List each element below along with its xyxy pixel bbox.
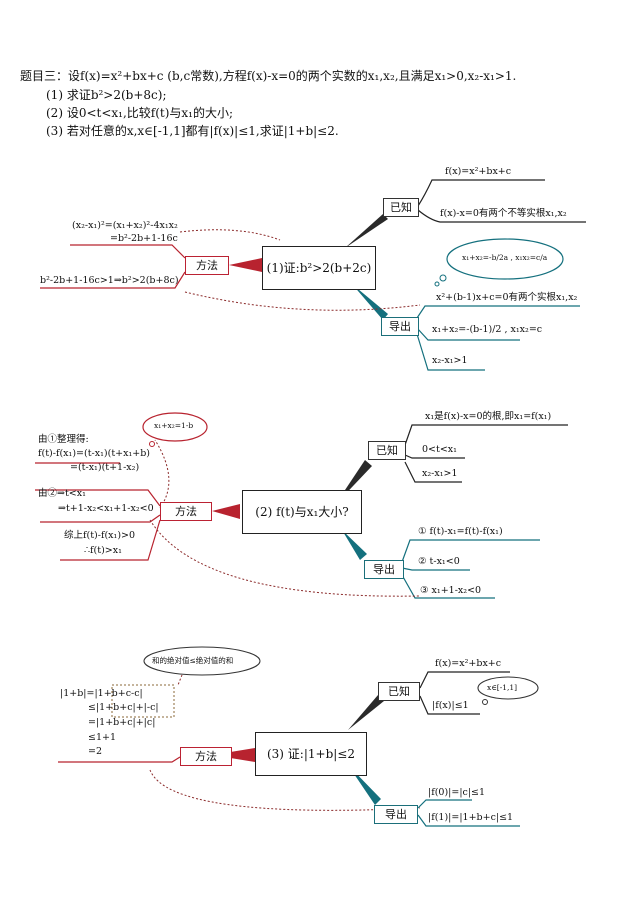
known-1-item-1: f(x)=x²+bx+c <box>445 166 512 177</box>
method-1-line-3: b²-2b+1-16c>1⇒b²>2(b+8c) <box>40 275 179 286</box>
cloud-3 <box>143 646 261 676</box>
method-2-line-4: 由②⇒t<x₁ <box>38 488 86 499</box>
known-2-item-2: 0<t<x₁ <box>422 444 457 455</box>
known-label-2: 已知 <box>368 441 406 460</box>
problem-q1: (1) 求证b²>2(b+8c); <box>46 88 167 102</box>
method-2-line-5: ⇒t+1-x₂<x₁+1-x₂<0 <box>58 503 154 514</box>
center-node-2: (2) f(t)与x₁大小? <box>242 490 362 534</box>
cloud-2 <box>142 412 208 442</box>
method-3-line-2: ≤|1+b+c|+|-c| <box>88 702 159 713</box>
method-3-line-4: ≤1+1 <box>88 732 117 743</box>
method-2-line-3: =(t-x₁)(t+1-x₂) <box>70 462 140 473</box>
derive-label-1: 导出 <box>381 317 419 336</box>
derive-2-item-3: ③ x₁+1-x₂<0 <box>420 585 482 596</box>
method-2-line-6: 综上f(t)-f(x₁)>0 <box>64 530 136 541</box>
known-2-item-3: x₂-x₁>1 <box>422 468 458 479</box>
cloud-3-text: 和的绝对值≤绝对值的和 <box>152 656 234 665</box>
method-label-1: 方法 <box>185 256 229 275</box>
wedge-derive-1 <box>352 284 388 320</box>
method-3-line-5: =2 <box>88 746 103 757</box>
derive-1-item-3: x₂-x₁>1 <box>432 355 468 366</box>
derive-1-item-1: x²+(b-1)x+c=0有两个实根x₁,x₂ <box>436 292 578 303</box>
derive-3-item-2: |f(1)|=|1+b+c|≤1 <box>428 812 514 823</box>
method-label-2: 方法 <box>160 502 212 521</box>
problem-q3: (3) 若对任意的x,x∈[-1,1]都有|f(x)|≤1,求证|1+b|≤2. <box>46 124 339 138</box>
derive-3-item-1: |f(0)|=|c|≤1 <box>428 787 486 798</box>
cloud-1 <box>446 238 564 280</box>
method-3-line-3: =|1+b+c|+|c| <box>88 717 156 728</box>
cloud-4 <box>477 676 539 700</box>
wedge-method-2 <box>212 504 240 519</box>
cloud-4-text: x∈[-1,1] <box>487 683 518 692</box>
cloud-2-text: x₁+x₂=1-b <box>154 421 194 430</box>
problem-q2: (2) 设0<t<x₁,比较f(t)与x₁的大小; <box>46 106 234 120</box>
known-2-item-1: x₁是f(x)-x=0的根,即x₁=f(x₁) <box>425 411 552 422</box>
problem-title: 题目三：设f(x)=x²+bx+c (b,c常数),方程f(x)-x=0的两个实… <box>20 69 517 83</box>
derive-2-item-2: ② t-x₁<0 <box>418 556 460 567</box>
wedge-known-3 <box>348 695 384 730</box>
derive-2-item-1: ① f(t)-x₁=f(t)-f(x₁) <box>418 526 503 537</box>
method-1-line-2: =b²-2b+1-16c <box>110 233 178 244</box>
known-3-item-1: f(x)=x²+bx+c <box>435 658 502 669</box>
center-node-3: (3) 证:|1+b|≤2 <box>255 732 367 776</box>
known-label-1: 已知 <box>383 198 419 217</box>
method-1-line-1: (x₂-x₁)²=(x₁+x₂)²-4x₁x₂ <box>72 220 178 231</box>
wedge-method-3 <box>212 748 255 762</box>
center-node-1: (1)证:b²>2(b+2c) <box>262 246 376 290</box>
known-3-item-2: |f(x)|≤1 <box>432 700 469 711</box>
known-label-3: 已知 <box>378 682 420 701</box>
method-2-line-2: f(t)-f(x₁)=(t-x₁)(t+x₁+b) <box>38 448 151 459</box>
method-3-line-1: |1+b|=|1+b+c-c| <box>60 688 143 699</box>
method-label-3: 方法 <box>180 747 232 766</box>
known-1-item-2: f(x)-x=0有两个不等实根x₁,x₂ <box>440 208 567 219</box>
derive-label-3: 导出 <box>374 805 418 824</box>
wedge-derive-2 <box>342 530 367 560</box>
wedge-known-1 <box>345 214 388 248</box>
method-2-line-1: 由①整理得: <box>38 434 89 445</box>
derive-label-2: 导出 <box>364 560 404 579</box>
cloud-1-text: x₁+x₂=-b/2a , x₁x₂=c/a <box>462 253 548 262</box>
method-2-line-7: ∴f(t)>x₁ <box>84 545 122 556</box>
derive-1-item-2: x₁+x₂=-(b-1)/2 , x₁x₂=c <box>432 324 543 335</box>
wedge-method-1 <box>229 258 262 272</box>
